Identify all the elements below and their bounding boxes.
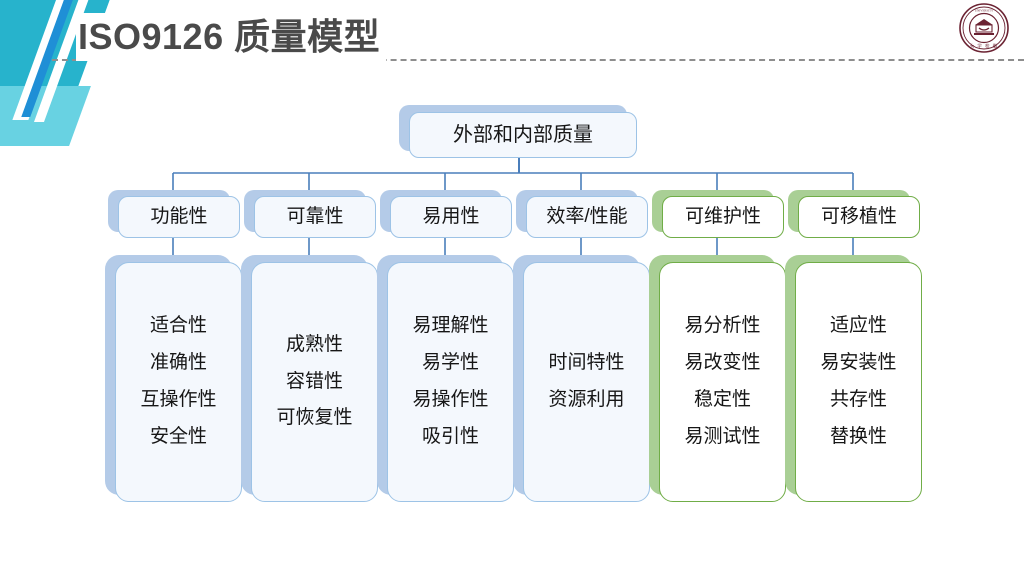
branch-header-4[interactable]: 可维护性 [662,196,784,238]
university-seal-logo: UNIVERSITY 大 学 校 徽 [959,3,1009,53]
branch-items-5: 适应性 易安装性 共存性 替换性 [820,315,897,448]
branch-items-4: 易分析性 易改变性 稳定性 易测试性 [684,315,761,448]
list-item: 成熟性 [285,333,343,355]
branch-header-label-0: 功能性 [150,205,208,227]
list-item: 时间特性 [548,352,625,374]
list-item: 吸引性 [421,425,479,447]
branch-body-2[interactable]: 易理解性 易学性 易操作性 吸引性 [387,262,514,502]
branch-items-1: 成熟性 容错性 可恢复性 [276,333,353,430]
list-item: 可恢复性 [276,407,353,429]
list-item: 互操作性 [140,389,217,410]
branch-body-0[interactable]: 适合性 准确性 互操作性 安全性 [115,262,242,502]
branch-body-4[interactable]: 易分析性 易改变性 稳定性 易测试性 [659,262,786,502]
branch-items-0: 适合性 准确性 互操作性 安全性 [140,315,217,448]
list-item: 共存性 [829,389,887,410]
list-item: 易测试性 [684,425,761,447]
branch-header-0[interactable]: 功能性 [118,196,240,238]
branch-body-5[interactable]: 适应性 易安装性 共存性 替换性 [795,262,922,502]
branch-header-5[interactable]: 可移植性 [798,196,920,238]
list-item: 稳定性 [693,389,751,410]
root-node-label: 外部和内部质量 [453,124,593,146]
list-item: 准确性 [149,352,207,374]
page-title: ISO9126 质量模型 [76,13,387,61]
branch-header-label-3: 效率/性能 [546,205,628,227]
list-item: 容错性 [285,370,343,392]
list-item: 适合性 [149,315,207,337]
list-item: 易理解性 [412,315,489,337]
branch-header-1[interactable]: 可靠性 [254,196,376,238]
list-item: 资源利用 [548,389,625,410]
branch-header-label-5: 可移植性 [820,205,897,227]
branch-header-label-2: 易用性 [422,205,480,227]
branch-header-3[interactable]: 效率/性能 [526,196,648,238]
list-item: 易改变性 [684,352,761,374]
root-node[interactable]: 外部和内部质量 [409,112,637,158]
branch-items-2: 易理解性 易学性 易操作性 吸引性 [412,315,489,448]
branch-header-label-4: 可维护性 [684,205,761,227]
title-divider [52,59,1024,61]
branch-body-3[interactable]: 时间特性 资源利用 [523,262,650,502]
list-item: 易安装性 [820,352,897,374]
list-item: 安全性 [149,425,207,447]
svg-text:UNIVERSITY: UNIVERSITY [975,9,994,13]
branch-header-label-1: 可靠性 [286,205,344,227]
svg-text:大 学 校 徽: 大 学 校 徽 [970,43,999,50]
branch-header-2[interactable]: 易用性 [390,196,512,238]
list-item: 易分析性 [684,315,761,337]
list-item: 易学性 [421,352,479,374]
branch-body-1[interactable]: 成熟性 容错性 可恢复性 [251,262,378,502]
list-item: 适应性 [829,315,887,337]
list-item: 替换性 [829,425,887,447]
branch-items-3: 时间特性 资源利用 [548,352,625,411]
list-item: 易操作性 [412,389,489,410]
